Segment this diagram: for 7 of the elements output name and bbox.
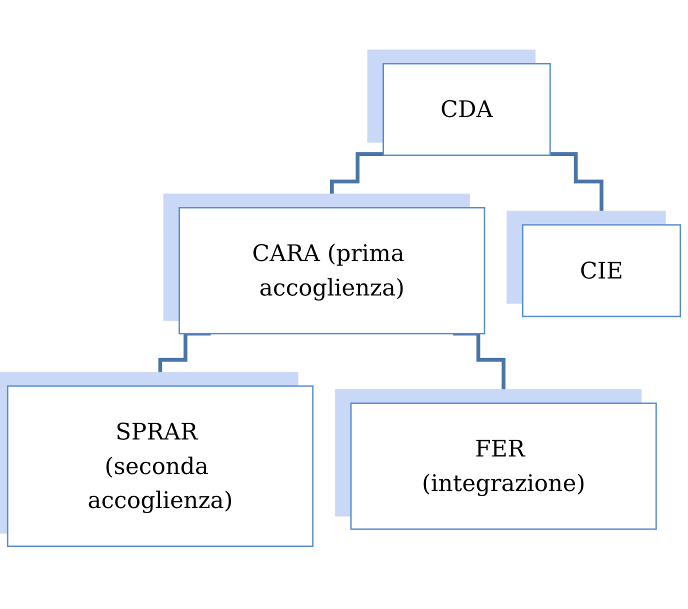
connector	[550, 152, 604, 226]
node-box: FER (integrazione)	[350, 402, 657, 530]
node-box: CARA (prima accoglienza)	[178, 206, 486, 334]
node-box: CDA	[382, 62, 551, 156]
node-box: SPRAR (seconda accoglienza)	[6, 384, 314, 546]
node-box: CIE	[522, 224, 682, 317]
connector	[330, 152, 384, 210]
